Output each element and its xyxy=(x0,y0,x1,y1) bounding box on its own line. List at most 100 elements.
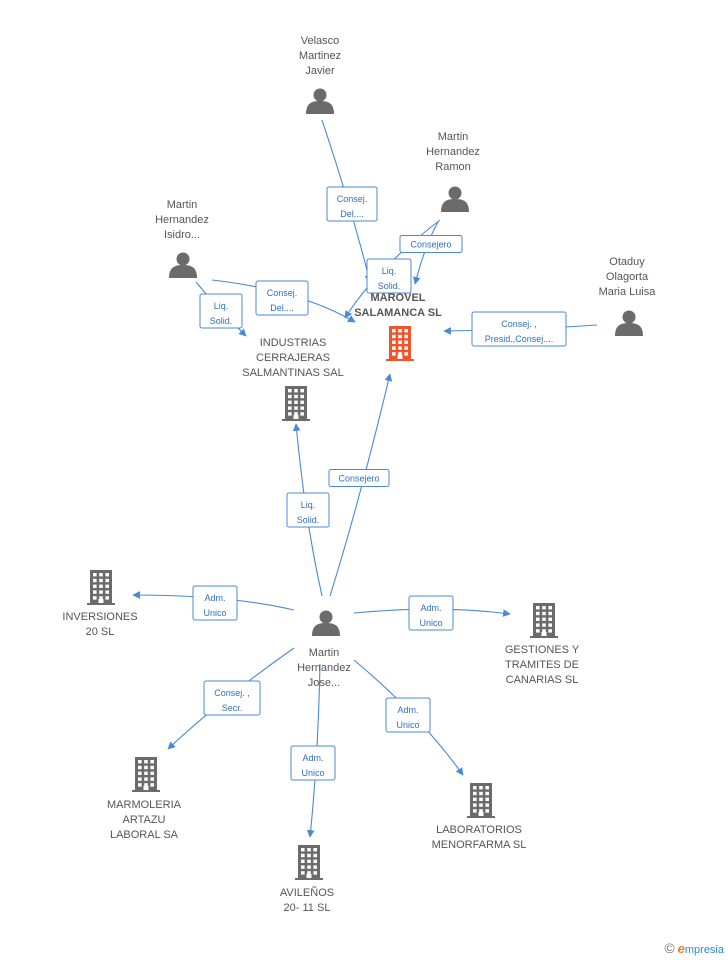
person-icon xyxy=(615,310,643,336)
edge-label-line: Adm. xyxy=(420,603,441,613)
node-label-line: 20 SL xyxy=(86,626,115,638)
edge-label-line: Liq. xyxy=(301,500,316,510)
node-label-line: TRAMITES DE xyxy=(505,659,579,671)
edge-label-line: Unico xyxy=(301,768,324,778)
edge-label-line: Adm. xyxy=(302,753,323,763)
node-label-line: CANARIAS SL xyxy=(506,674,579,686)
edge-label-line: Consejero xyxy=(338,474,379,484)
node-label-line: Isidro... xyxy=(164,229,200,241)
brand-initial: e xyxy=(677,941,685,956)
edge-label-line: Adm. xyxy=(204,593,225,603)
node-label-line: AVILEÑOS xyxy=(280,886,334,899)
edge-label-line: Unico xyxy=(203,608,226,618)
person-icon xyxy=(441,186,469,212)
node-label-line: LABORATORIOS xyxy=(436,824,522,836)
node-label-line: Martin xyxy=(309,647,340,659)
node-laboratorios[interactable]: LABORATORIOS MENORFARMA SL xyxy=(432,783,527,851)
edge-label-line: Consej. xyxy=(267,288,298,298)
node-label-line: SALAMANCA SL xyxy=(354,307,442,319)
edge-label-line: Unico xyxy=(396,720,419,730)
edge-label-line: Liq. xyxy=(382,266,397,276)
building-icon xyxy=(386,326,414,361)
node-label-line: Ramon xyxy=(435,161,470,173)
node-label-line: INDUSTRIAS xyxy=(260,337,327,349)
building-icon xyxy=(295,845,323,880)
edge-label-line: Consej. , xyxy=(214,688,250,698)
edge-label-line: Solid. xyxy=(378,281,401,291)
edge-role-label[interactable]: Adm. Unico xyxy=(192,585,238,621)
node-label-line: LABORAL SA xyxy=(110,829,179,841)
building-icon xyxy=(530,603,558,638)
edge-jose-to-marovel xyxy=(329,373,393,597)
edge-role-label[interactable]: Adm. Unico xyxy=(385,697,431,733)
node-label-line: Maria Luisa xyxy=(599,286,657,298)
node-label-line: Hernandez xyxy=(297,662,351,674)
edge-label-line: Liq. xyxy=(214,301,229,311)
nodes-layer: VelascoMartinezJavierMartinHernandezRamo… xyxy=(62,35,656,914)
building-icon xyxy=(282,386,310,421)
edge-role-label[interactable]: Adm. Unico xyxy=(290,745,336,781)
node-label-line: 20- 11 SL xyxy=(284,902,331,914)
edge-label-line: Solid. xyxy=(297,515,320,525)
node-label-line: Martin xyxy=(438,131,469,143)
node-marmoleria[interactable]: MARMOLERIA ARTAZU LABORAL SA xyxy=(107,757,182,841)
edge-label-line: Secr. xyxy=(222,703,243,713)
node-isidro[interactable]: MartinHernandezIsidro... xyxy=(155,199,209,278)
node-label-line: Velasco xyxy=(301,35,340,47)
node-jose[interactable]: MartinHernandezJose... xyxy=(297,610,351,690)
edge-role-label[interactable]: Liq. Solid. xyxy=(366,258,412,294)
edge-role-label[interactable]: Consej. Del.... xyxy=(326,186,378,222)
node-label-line: INVERSIONES xyxy=(62,611,137,623)
node-label-line: ARTAZU xyxy=(123,814,166,826)
copyright-symbol: © xyxy=(664,940,675,956)
node-label-line: Olagorta xyxy=(606,271,649,283)
node-avilenos[interactable]: AVILEÑOS 20- 11 SL xyxy=(280,845,334,914)
edge-role-label[interactable]: Consej. , Presid.,Consej.... xyxy=(471,311,567,347)
node-label-line: Martinez xyxy=(299,50,341,62)
edge-label-line: Adm. xyxy=(397,705,418,715)
building-icon xyxy=(132,757,160,792)
edge-role-label[interactable]: Consejero xyxy=(399,235,463,253)
brand-watermark: ©empresia xyxy=(664,940,724,956)
node-label-line: MAROVEL xyxy=(371,292,426,304)
building-icon xyxy=(467,783,495,818)
edge-role-label[interactable]: Liq. Solid. xyxy=(199,293,243,329)
edge-label-line: Consej. , xyxy=(501,319,537,329)
person-icon xyxy=(306,88,334,114)
node-label-line: Otaduy xyxy=(609,256,645,268)
node-label-line: MARMOLERIA xyxy=(107,799,182,811)
person-icon xyxy=(312,610,340,636)
building-icon xyxy=(87,570,115,605)
edge-role-label[interactable]: Consejero xyxy=(328,469,390,487)
node-label-line: Hernandez xyxy=(155,214,209,226)
node-inversiones[interactable]: INVERSIONES 20 SL xyxy=(62,570,138,638)
node-label-line: Jose... xyxy=(308,677,340,689)
edge-role-label[interactable]: Consej. Del.... xyxy=(255,280,309,316)
person-icon xyxy=(169,252,197,278)
edge-role-label[interactable]: Adm. Unico xyxy=(408,595,454,631)
node-label-line: Hernandez xyxy=(426,146,480,158)
node-marovel[interactable]: MAROVEL SALAMANCA SL xyxy=(354,292,442,361)
edge-label-line: Del.... xyxy=(340,209,364,219)
edge-label-line: Presid.,Consej.... xyxy=(485,334,554,344)
node-label-line: Martin xyxy=(167,199,198,211)
edge-labels-layer: Consej.Del....ConsejeroLiq.Solid.Consej.… xyxy=(192,186,567,781)
edge-label-line: Solid. xyxy=(210,316,233,326)
edge-role-label[interactable]: Consej. , Secr. xyxy=(203,680,261,716)
node-industrias[interactable]: INDUSTRIAS CERRAJERAS SALMANTINAS SAL xyxy=(242,337,344,421)
brand-name: mpresia xyxy=(684,944,724,956)
node-label-line: SALMANTINAS SAL xyxy=(242,367,343,379)
node-gestiones[interactable]: GESTIONES Y TRAMITES DE CANARIAS SL xyxy=(505,603,580,686)
node-label-line: Javier xyxy=(305,65,335,77)
edge-label-line: Consej. xyxy=(337,194,368,204)
edge-label-line: Del.... xyxy=(270,303,294,313)
node-label-line: GESTIONES Y xyxy=(505,644,580,656)
node-label-line: MENORFARMA SL xyxy=(432,839,527,851)
node-label-line: CERRAJERAS xyxy=(256,352,330,364)
edge-role-label[interactable]: Liq. Solid. xyxy=(286,492,330,528)
edge-label-line: Unico xyxy=(419,618,442,628)
